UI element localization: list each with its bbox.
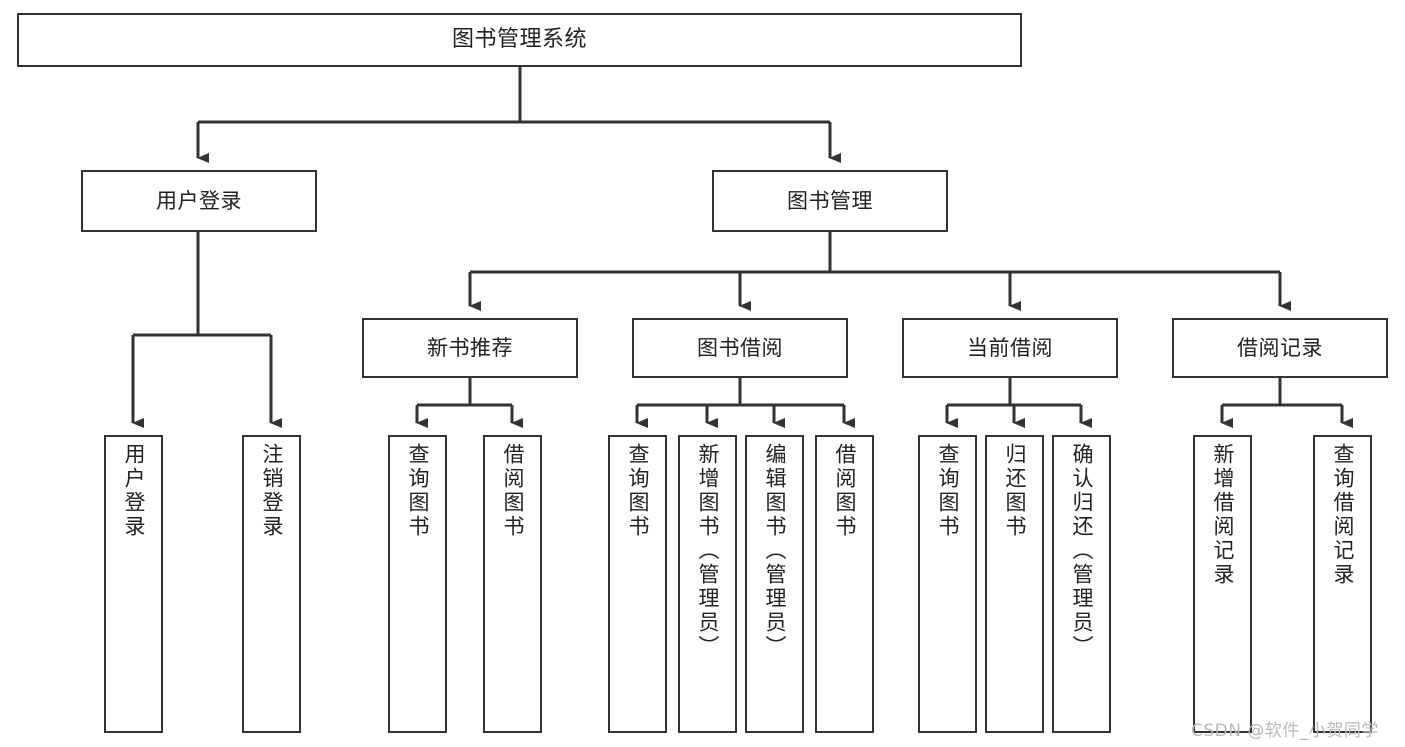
leaf-record-add-borrow-record[interactable]: 新增借阅记录 bbox=[1193, 435, 1252, 733]
leaf-borrow-borrow-book[interactable]: 借阅图书 bbox=[815, 435, 874, 733]
node-label: 用户登录 bbox=[156, 188, 242, 213]
node-label: 注销登录 bbox=[260, 443, 284, 539]
node-label: 编辑图书（管理员） bbox=[763, 443, 787, 659]
leaf-current-return-book[interactable]: 归还图书 bbox=[985, 435, 1044, 733]
node-label: 当前借阅 bbox=[967, 335, 1053, 360]
node-label: 确认归还（管理员） bbox=[1070, 443, 1094, 659]
node-book-management[interactable]: 图书管理 bbox=[712, 170, 948, 232]
node-label: 查询图书 bbox=[406, 443, 430, 539]
leaf-recommend-borrow-book[interactable]: 借阅图书 bbox=[483, 435, 542, 733]
node-label: 借阅记录 bbox=[1237, 335, 1323, 360]
node-new-book-recommend[interactable]: 新书推荐 bbox=[362, 318, 578, 378]
node-current-borrow[interactable]: 当前借阅 bbox=[902, 318, 1118, 378]
node-label: 查询图书 bbox=[936, 443, 960, 539]
node-label: 查询图书 bbox=[626, 443, 650, 539]
node-label: 归还图书 bbox=[1003, 443, 1027, 539]
node-book-borrow[interactable]: 图书借阅 bbox=[632, 318, 848, 378]
leaf-current-confirm-return-admin[interactable]: 确认归还（管理员） bbox=[1052, 435, 1111, 733]
leaf-recommend-query-book[interactable]: 查询图书 bbox=[388, 435, 447, 733]
leaf-borrow-edit-book-admin[interactable]: 编辑图书（管理员） bbox=[745, 435, 804, 733]
node-root-system[interactable]: 图书管理系统 bbox=[17, 13, 1022, 67]
node-label: 查询借阅记录 bbox=[1331, 443, 1355, 587]
node-label: 借阅图书 bbox=[501, 443, 525, 539]
node-user-login[interactable]: 用户登录 bbox=[81, 170, 317, 232]
leaf-user-login[interactable]: 用户登录 bbox=[104, 435, 163, 733]
node-label: 图书管理 bbox=[787, 188, 873, 213]
leaf-borrow-query-book[interactable]: 查询图书 bbox=[608, 435, 667, 733]
leaf-logout-login[interactable]: 注销登录 bbox=[242, 435, 301, 733]
csdn-watermark: CSDN @软件_小贺同学 bbox=[1191, 721, 1379, 741]
leaf-record-query-borrow-record[interactable]: 查询借阅记录 bbox=[1313, 435, 1372, 733]
node-label: 新书推荐 bbox=[427, 335, 513, 360]
leaf-current-query-book[interactable]: 查询图书 bbox=[918, 435, 977, 733]
leaf-borrow-add-book-admin[interactable]: 新增图书（管理员） bbox=[678, 435, 737, 733]
node-borrow-record[interactable]: 借阅记录 bbox=[1172, 318, 1388, 378]
node-label: 图书管理系统 bbox=[451, 27, 587, 53]
node-label: 用户登录 bbox=[122, 443, 146, 539]
node-label: 借阅图书 bbox=[833, 443, 857, 539]
node-label: 图书借阅 bbox=[697, 335, 783, 360]
node-label: 新增图书（管理员） bbox=[696, 443, 720, 659]
node-label: 新增借阅记录 bbox=[1211, 443, 1235, 587]
